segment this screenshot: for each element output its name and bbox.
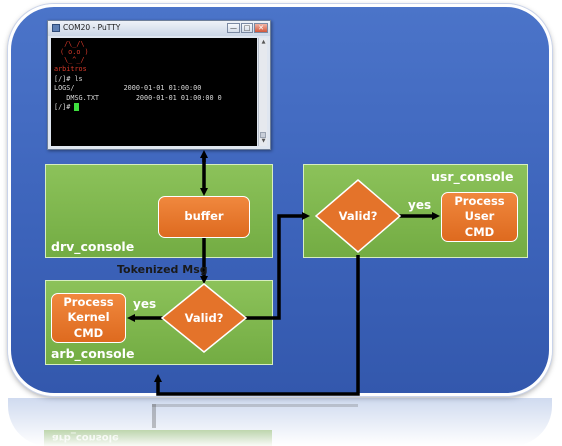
scroll-down-icon[interactable]: ▼ (261, 138, 266, 144)
process-kernel-line: CMD (73, 325, 104, 340)
arb-yes-label: yes (133, 297, 157, 311)
terminal-logo-line: /\_/\ (60, 40, 85, 48)
terminal-logo-line: ( o.o ) (60, 48, 89, 56)
reflection-arrow-line (152, 404, 156, 428)
terminal-logo-line: arbitros (54, 65, 87, 73)
process-kernel-line: Process (63, 294, 114, 309)
buffer-label: buffer (184, 209, 224, 224)
arb-console-label: arb_console (51, 346, 135, 361)
usr-valid-diamond (314, 179, 402, 253)
terminal-screen[interactable]: /\_/\ ( o.o ) \_^_/ arbitros [/]# ls LOG… (51, 38, 257, 146)
arb-valid-diamond (160, 283, 248, 353)
terminal-output-line: LOGS/ 2000-01-01 01:00:00 (54, 84, 202, 92)
process-kernel-cmd-box: Process Kernel CMD (51, 293, 126, 343)
scrollbar-thumb[interactable] (260, 132, 266, 138)
arrow-usr-valid-to-arb-console (154, 255, 360, 396)
terminal-logo-line: \_^_/ (60, 56, 85, 64)
maximize-button[interactable]: □ (241, 23, 253, 33)
terminal-output-line: DMSG.TXT 2000-01-01 01:00:00 0 (54, 94, 222, 102)
process-user-line: CMD (464, 224, 495, 239)
tokenized-msg-label: Tokenized Msg (117, 263, 208, 276)
buffer-box: buffer (158, 196, 250, 238)
process-user-cmd-box: Process User CMD (441, 192, 518, 242)
terminal-cursor (74, 103, 80, 111)
terminal-prompt: [/]# (54, 75, 75, 83)
scroll-up-icon[interactable]: ▲ (261, 39, 266, 45)
reflection-arrow-line-horizontal (152, 404, 358, 407)
drv-console-label: drv_console (51, 239, 135, 254)
reflection-arb-console-box (44, 430, 272, 446)
terminal-scrollbar[interactable]: ▲ ▼ (258, 38, 267, 146)
putty-titlebar[interactable]: COM20 - PuTTY — □ ✕ (48, 21, 270, 36)
close-button[interactable]: ✕ (254, 23, 268, 33)
process-user-line: Process (454, 193, 505, 208)
usr-valid-label: Valid? (338, 209, 378, 223)
terminal-command: ls (74, 75, 83, 83)
usr-console-label: usr_console (431, 169, 514, 184)
terminal-line: [/]# (54, 103, 80, 111)
arrow-arb-valid-to-usr-valid (244, 212, 310, 320)
terminal-prompt: [/]# (54, 103, 75, 111)
putty-window[interactable]: COM20 - PuTTY — □ ✕ /\_/\ ( o.o ) \_^_/ … (47, 20, 271, 150)
process-kernel-line: Kernel (67, 310, 110, 325)
putty-app-icon (52, 24, 60, 32)
minimize-button[interactable]: — (227, 23, 240, 33)
putty-window-title: COM20 - PuTTY (63, 23, 121, 32)
usr-yes-label: yes (408, 198, 432, 212)
terminal-line: [/]# ls (54, 75, 83, 83)
arb-valid-label: Valid? (184, 311, 224, 325)
process-user-line: User (464, 209, 495, 224)
